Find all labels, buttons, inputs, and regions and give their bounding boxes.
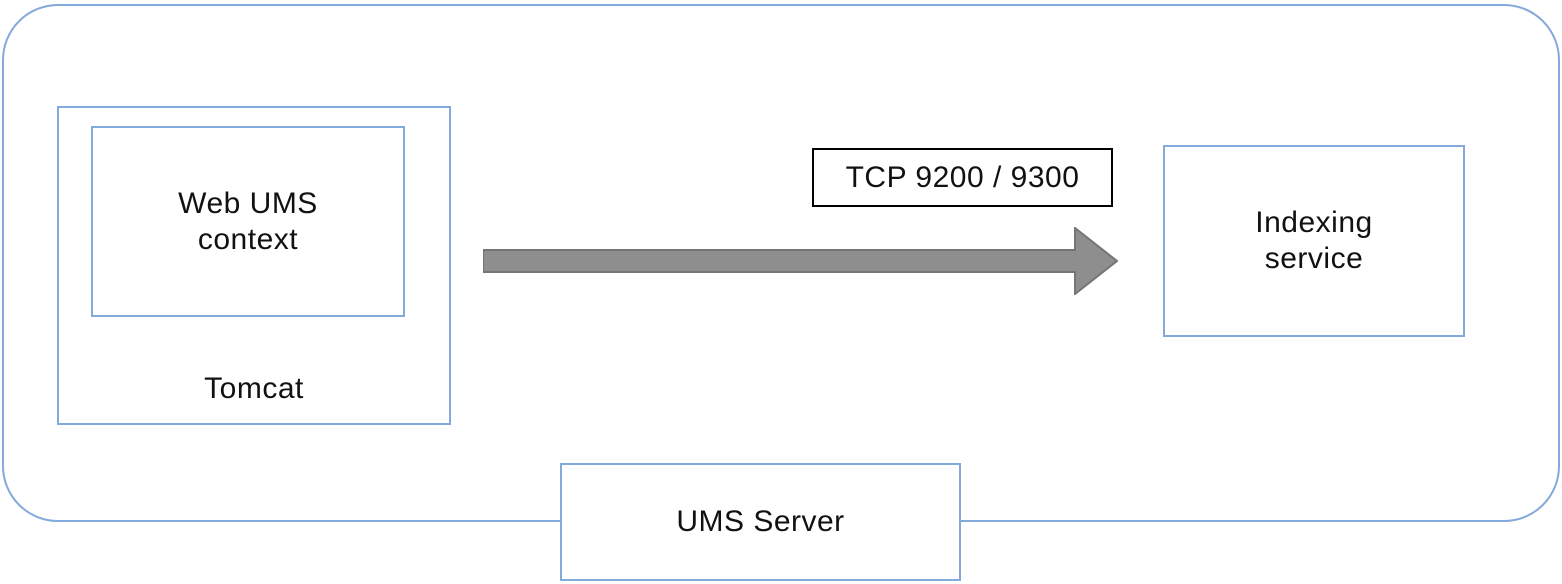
tcp-ports-label: TCP 9200 / 9300 bbox=[845, 160, 1080, 194]
ums-server-box: UMS Server bbox=[560, 463, 961, 581]
connection-arrow-icon bbox=[483, 227, 1118, 295]
arrow-shape bbox=[483, 227, 1118, 295]
tomcat-label: Tomcat bbox=[204, 372, 304, 405]
web-ums-context-label: Web UMS context bbox=[178, 186, 318, 256]
indexing-service-box: Indexing service bbox=[1163, 145, 1465, 337]
indexing-service-label: Indexing service bbox=[1255, 206, 1373, 275]
ums-server-label: UMS Server bbox=[676, 505, 845, 538]
tcp-ports-label-box: TCP 9200 / 9300 bbox=[812, 148, 1113, 207]
web-ums-context-box: Web UMS context bbox=[91, 126, 405, 317]
